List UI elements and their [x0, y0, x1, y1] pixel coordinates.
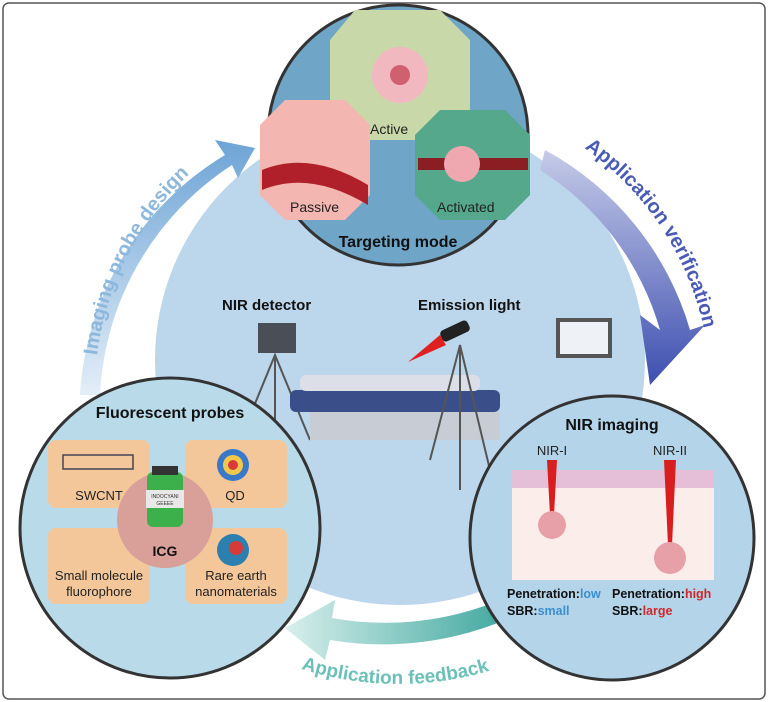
camera-icon: [258, 323, 296, 353]
nir-imaging-circle: NIR imaging NIR-I NIR-II Penetration:low…: [468, 394, 756, 682]
fluorophore-label: fluorophore: [66, 584, 132, 599]
nanomaterials-label: nanomaterials: [195, 584, 277, 599]
swcnt-panel: [48, 440, 150, 508]
nir1-label: NIR-I: [537, 443, 567, 458]
active-label: Active: [370, 121, 408, 137]
nir2-label: NIR-II: [653, 443, 687, 458]
fluorescent-probes-circle: Fluorescent probes SWCNT QD Small molecu…: [18, 376, 322, 680]
sbr-small: SBR:small: [507, 604, 570, 618]
nir-detector-label: NIR detector: [222, 297, 311, 314]
targeting-title: Targeting mode: [339, 234, 458, 251]
swcnt-label: SWCNT: [75, 488, 123, 503]
small-molecule-panel: [48, 528, 150, 604]
nir2-beam: [664, 460, 676, 545]
probes-title: Fluorescent probes: [96, 405, 245, 422]
qd-label: QD: [225, 488, 245, 503]
passive-label: Passive: [290, 199, 339, 215]
imaging-scene: NIR detector Emission light: [222, 297, 612, 510]
icg-label: ICG: [153, 543, 178, 559]
tumor-shallow: [538, 511, 566, 539]
arrow-bottom: [285, 600, 510, 660]
arrow-left: [80, 140, 255, 395]
emission-beam: [408, 335, 446, 362]
laser-icon: [440, 320, 470, 342]
bed-icon: [290, 390, 500, 412]
sbr-large: SBR:large: [612, 604, 672, 618]
penetration-high: Penetration:high: [612, 587, 711, 601]
penetration-low: Penetration:low: [507, 587, 601, 601]
nir-imaging-title: NIR imaging: [565, 417, 658, 434]
arrow-right: [540, 150, 705, 385]
vial-label-2: GEEEE: [156, 501, 174, 507]
vial-label-1: INDOCYANI: [151, 494, 178, 500]
nir1-beam: [547, 460, 557, 515]
rare-earth-label: Rare earth: [205, 568, 266, 583]
small-molecule-label: Small molecule: [55, 568, 143, 583]
emission-light-label: Emission light: [418, 297, 521, 314]
tumor-deep: [654, 542, 686, 574]
activated-label: Activated: [437, 199, 495, 215]
targeting-mode-circle: Active Passive Activated Targeting mode: [260, 3, 530, 267]
rare-earth-panel: [185, 528, 287, 604]
